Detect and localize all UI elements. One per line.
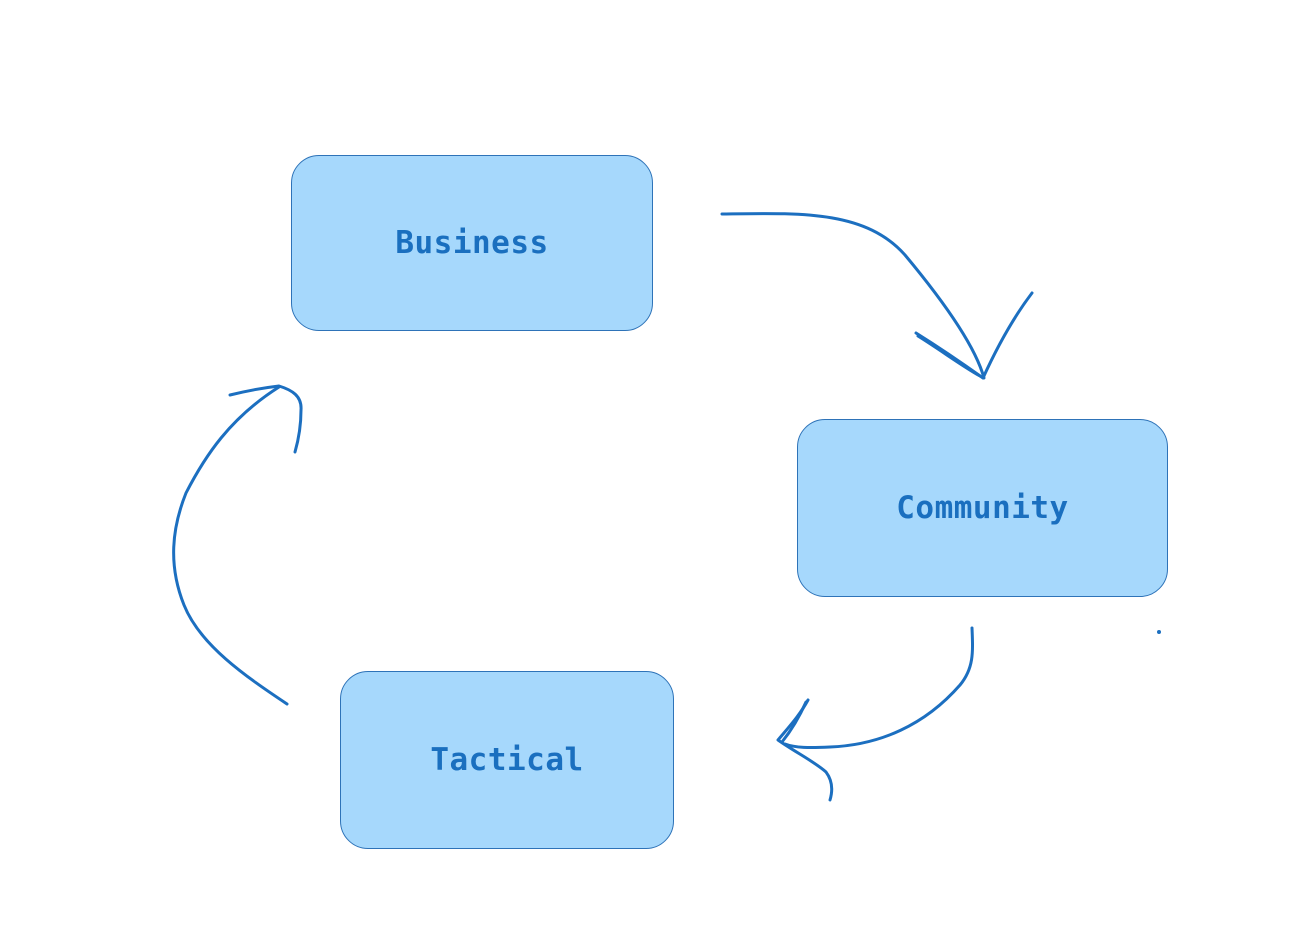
arrowhead-icon <box>914 291 1034 380</box>
arrow-shaft <box>720 212 986 380</box>
node-business[interactable]: Business <box>291 155 653 331</box>
stray-dot <box>1157 630 1161 634</box>
arrow-community-to-tactical <box>776 626 975 802</box>
arrowhead-icon <box>916 334 982 378</box>
arrow-tactical-to-business <box>172 384 303 706</box>
node-label-tactical: Tactical <box>430 742 584 778</box>
node-label-business: Business <box>395 225 549 261</box>
node-label-community: Community <box>896 490 1069 526</box>
node-tactical[interactable]: Tactical <box>340 671 674 849</box>
arrow-shaft <box>172 385 289 706</box>
arrow-business-to-community <box>720 212 1034 380</box>
arrowhead-icon <box>780 700 808 744</box>
arrowhead-icon <box>228 384 303 454</box>
arrowhead-icon <box>776 698 834 802</box>
arrow-shaft <box>783 626 975 750</box>
node-community[interactable]: Community <box>797 419 1168 597</box>
